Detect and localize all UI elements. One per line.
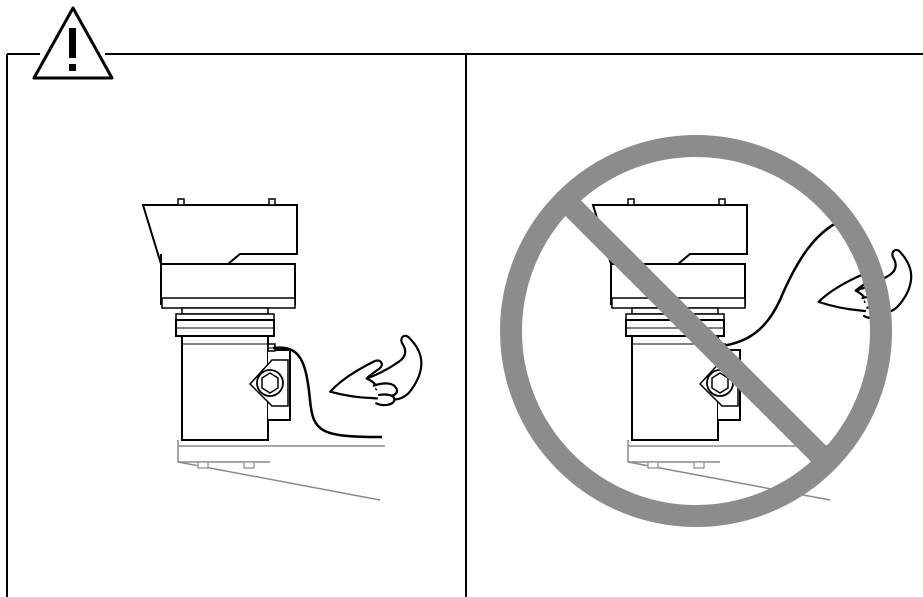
prohibition-sign-icon [500, 135, 892, 527]
mounting-base [177, 439, 386, 501]
incorrect-grounding-panel [500, 135, 916, 527]
camera-housing [142, 198, 298, 441]
ground-cable [272, 346, 383, 439]
panel-frame [6, 53, 923, 597]
pointing-hand-icon [322, 332, 428, 414]
warning-triangle-icon [32, 6, 114, 80]
ground-cable [721, 216, 849, 348]
correct-grounding-panel [142, 198, 428, 501]
